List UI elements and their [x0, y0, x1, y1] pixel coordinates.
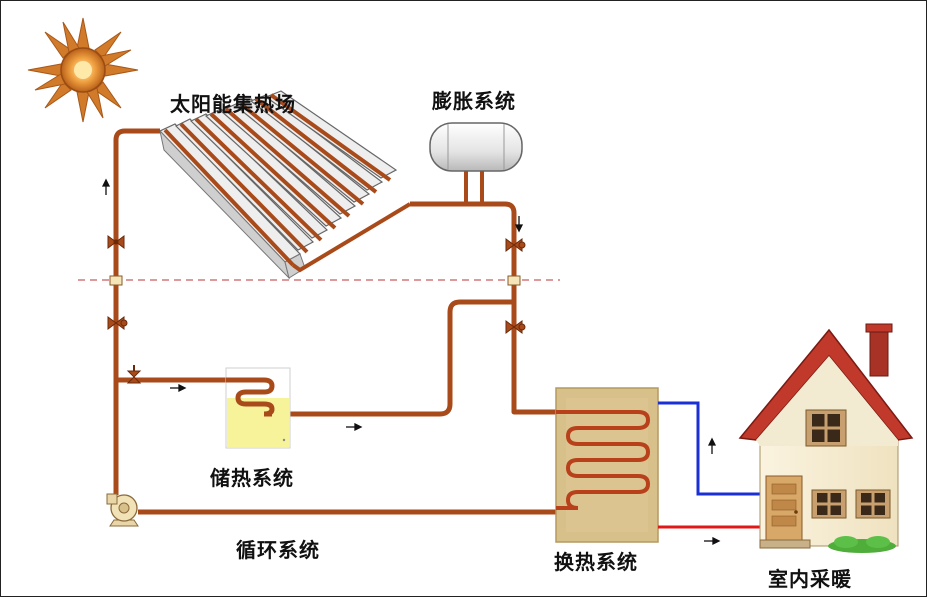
arrow-right-icon: [170, 383, 187, 393]
circulation-system-label: 循环系统: [236, 538, 320, 562]
sun-icon: [27, 17, 139, 123]
expansion-tank: [429, 122, 523, 203]
valve-icon: [107, 235, 125, 249]
arrow-right-icon: [704, 536, 721, 546]
valve-icon: [505, 320, 526, 334]
heat-storage-tank: [225, 367, 291, 449]
arrow-right-icon: [346, 422, 363, 432]
flow-arrows: [101, 178, 721, 546]
valve-icon: [126, 365, 142, 384]
storage-system-label: 储热系统: [210, 466, 294, 490]
heat-exchange-system-label: 换热系统: [554, 550, 638, 574]
arrow-up-icon: [707, 437, 717, 454]
flange: [109, 275, 123, 286]
solar-field-label: 太阳能集热场: [170, 92, 296, 116]
flange: [507, 275, 521, 286]
valve-icon: [107, 316, 128, 330]
expansion-system-label: 膨胀系统: [432, 89, 516, 113]
heat-exchanger: [555, 387, 659, 543]
arrow-down-icon: [514, 216, 524, 233]
valve-icon: [505, 238, 526, 252]
indoor-heating-label: 室内采暖: [768, 567, 852, 591]
valves: [107, 235, 526, 384]
circulation-pump-icon: [106, 493, 139, 527]
arrow-up-icon: [101, 178, 111, 195]
solar-collector-field: [158, 90, 412, 280]
return-line-blue: [658, 401, 760, 496]
house-icon: [738, 323, 914, 553]
pipe-network: [113, 128, 556, 515]
